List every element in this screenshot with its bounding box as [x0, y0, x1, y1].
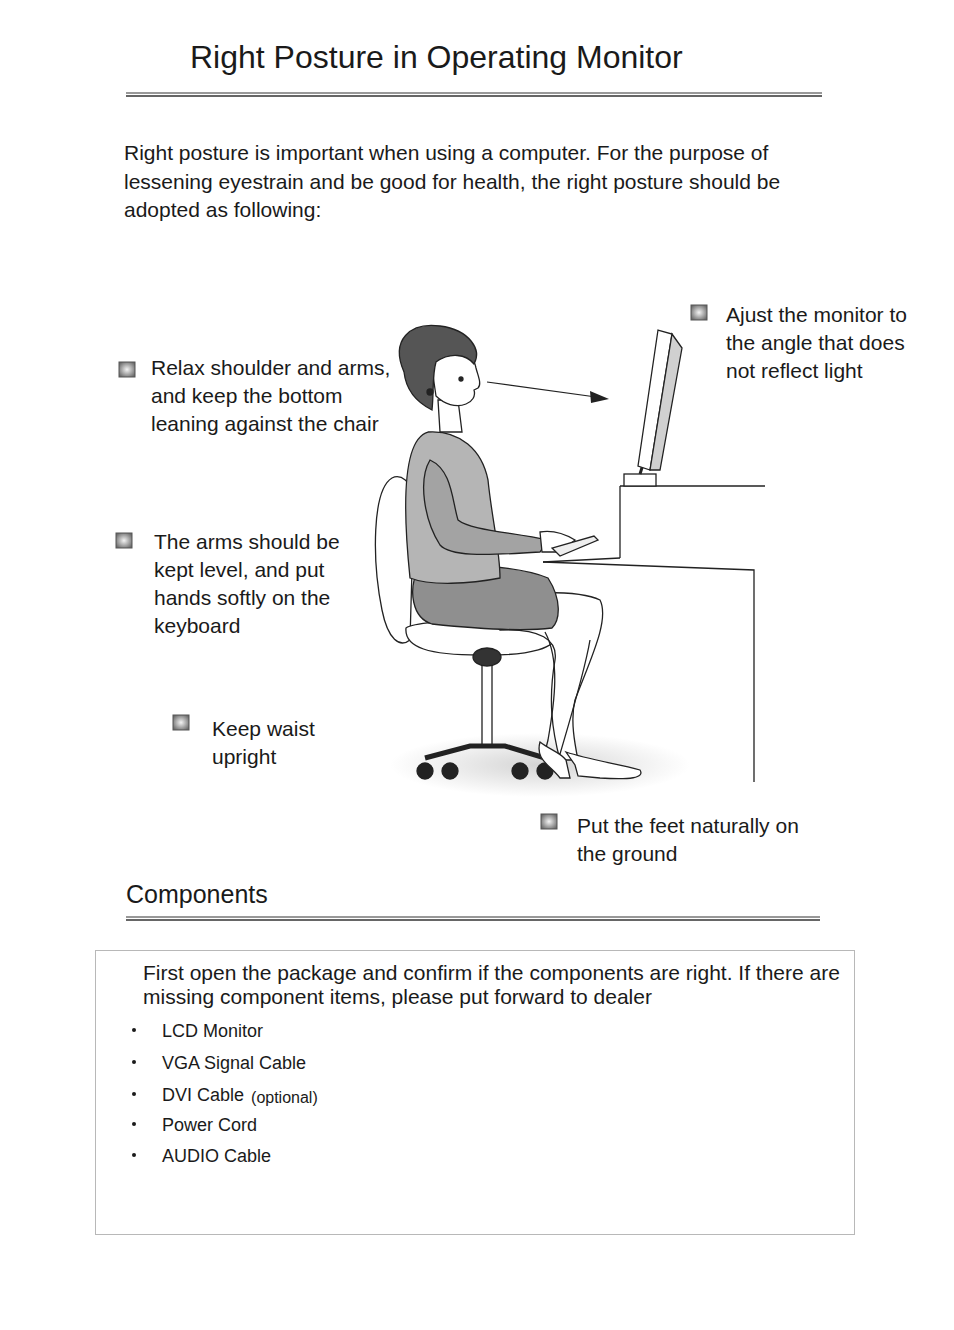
component-item: VGA Signal Cable: [162, 1051, 306, 1075]
callout-text: The arms should be kept level, and put h…: [154, 528, 354, 640]
component-item: Power Cord: [162, 1113, 257, 1137]
bullet-dot: [132, 1028, 136, 1032]
component-item: DVI Cable: [162, 1083, 244, 1107]
component-item: AUDIO Cable: [162, 1144, 271, 1168]
components-box: First open the package and confirm if th…: [95, 950, 855, 1235]
bullet-dot: [132, 1153, 136, 1157]
box-intro: First open the package and confirm if th…: [143, 961, 843, 1009]
section-heading: Components: [126, 878, 426, 910]
intro-paragraph: Right posture is important when using a …: [124, 139, 844, 225]
callout-text: Keep waist upright: [212, 715, 352, 771]
component-item: LCD Monitor: [162, 1019, 263, 1043]
page-title: Right Posture in Operating Monitor: [190, 38, 683, 76]
bullet-dot: [132, 1092, 136, 1096]
bullet-dot: [132, 1122, 136, 1126]
bullet-dot: [132, 1060, 136, 1064]
callout-text: Ajust the monitor to the angle that does…: [726, 301, 926, 385]
callout-text: Relax shoulder and arms, and keep the bo…: [151, 354, 396, 438]
optional-note: (optional): [251, 1086, 318, 1110]
callout-text: Put the feet naturally on the ground: [577, 812, 817, 868]
